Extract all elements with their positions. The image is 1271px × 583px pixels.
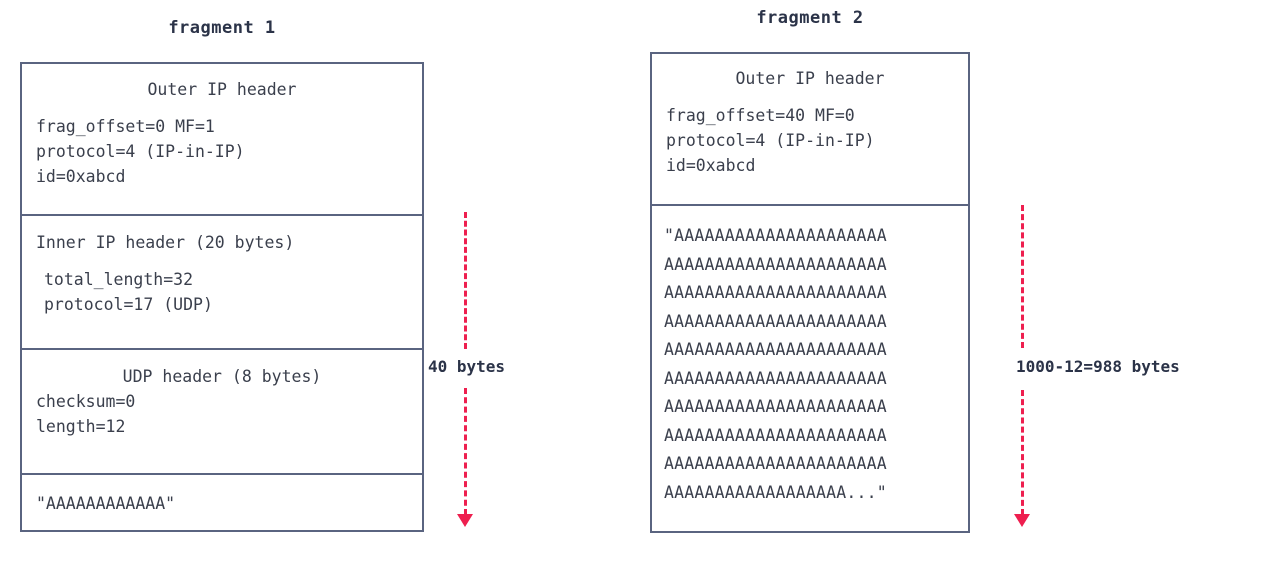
spacer [36,102,408,114]
fragment2-outer-ip-section: Outer IP header frag_offset=40 MF=0 prot… [652,54,968,206]
fragment1-payload-text: "AAAAAAAAAAAA" [36,494,176,513]
fragment1-title: fragment 1 [168,18,276,38]
measure-left-label: 40 bytes [428,357,506,376]
fragment2-payload-line: AAAAAAAAAAAAAAAAAAAAAA [664,368,887,388]
fragment2-title: fragment 2 [756,8,864,28]
measure-left-dash-lower [464,388,467,515]
fragment1-outer-ip-section: Outer IP header frag_offset=0 MF=1 proto… [22,64,422,216]
fragment2-payload-line: AAAAAAAAAAAAAAAAAAAAAA [664,311,887,331]
spacer [666,91,954,103]
measure-right-label: 1000-12=988 bytes [1016,357,1180,376]
fragment1-udp-line-2: length=12 [36,417,126,436]
fragment2-payload-line: AAAAAAAAAAAAAAAAAAAAAA [664,254,887,274]
fragment1-udp-section: UDP header (8 bytes) checksum=0 length=1… [22,350,422,475]
fragment2-packet-box: Outer IP header frag_offset=40 MF=0 prot… [650,52,970,533]
fragment2-payload-line: AAAAAAAAAAAAAAAAAAAAAA [664,340,887,359]
fragment1-outer-ip-line-2: protocol=4 (IP-in-IP) [36,142,245,161]
fragment2-outer-ip-heading: Outer IP header [735,69,885,88]
measure-right-dash-lower [1021,390,1024,515]
fragment1-udp-line-1: checksum=0 [36,392,136,411]
fragment1-udp-heading: UDP header (8 bytes) [122,367,322,386]
measure-left-dash-upper [464,212,467,349]
fragment2-payload-line: AAAAAAAAAAAAAAAAAAAAAA [664,397,887,416]
fragment2-payload-line: AAAAAAAAAAAAAAAAAAAAAA [664,283,887,302]
fragment1-packet-box: Outer IP header frag_offset=0 MF=1 proto… [20,62,424,532]
fragment1-payload-section: "AAAAAAAAAAAA" [22,475,422,530]
fragment2-outer-ip-line-1: frag_offset=40 MF=0 [666,106,855,125]
fragment2-outer-ip-line-3: id=0xabcd [666,156,756,175]
fragment2-payload-line: "AAAAAAAAAAAAAAAAAAAAA [664,226,887,245]
fragment1-inner-ip-heading: Inner IP header (20 bytes) [36,233,295,252]
fragment2-payload-line: AAAAAAAAAAAAAAAAAA..." [664,482,887,502]
spacer [36,255,408,267]
fragment1-outer-ip-line-1: frag_offset=0 MF=1 [36,117,215,136]
fragment1-inner-ip-line-1: total_length=32 [44,270,194,289]
measure-right-arrowhead-icon [1014,514,1030,527]
fragment1-outer-ip-heading: Outer IP header [147,80,297,99]
fragment2-outer-ip-line-2: protocol=4 (IP-in-IP) [666,131,875,150]
fragment1-outer-ip-line-3: id=0xabcd [36,167,126,186]
fragment2-payload-line: AAAAAAAAAAAAAAAAAAAAAA [664,454,887,473]
fragment2-payload-line: AAAAAAAAAAAAAAAAAAAAAA [664,425,887,445]
fragment2-payload-section: "AAAAAAAAAAAAAAAAAAAAA AAAAAAAAAAAAAAAAA… [652,206,968,531]
measure-left-arrowhead-icon [457,514,473,527]
measure-right-dash-upper [1021,205,1024,348]
fragment1-inner-ip-line-2: protocol=17 (UDP) [44,295,213,314]
fragment1-inner-ip-section: Inner IP header (20 bytes) total_length=… [22,216,422,350]
